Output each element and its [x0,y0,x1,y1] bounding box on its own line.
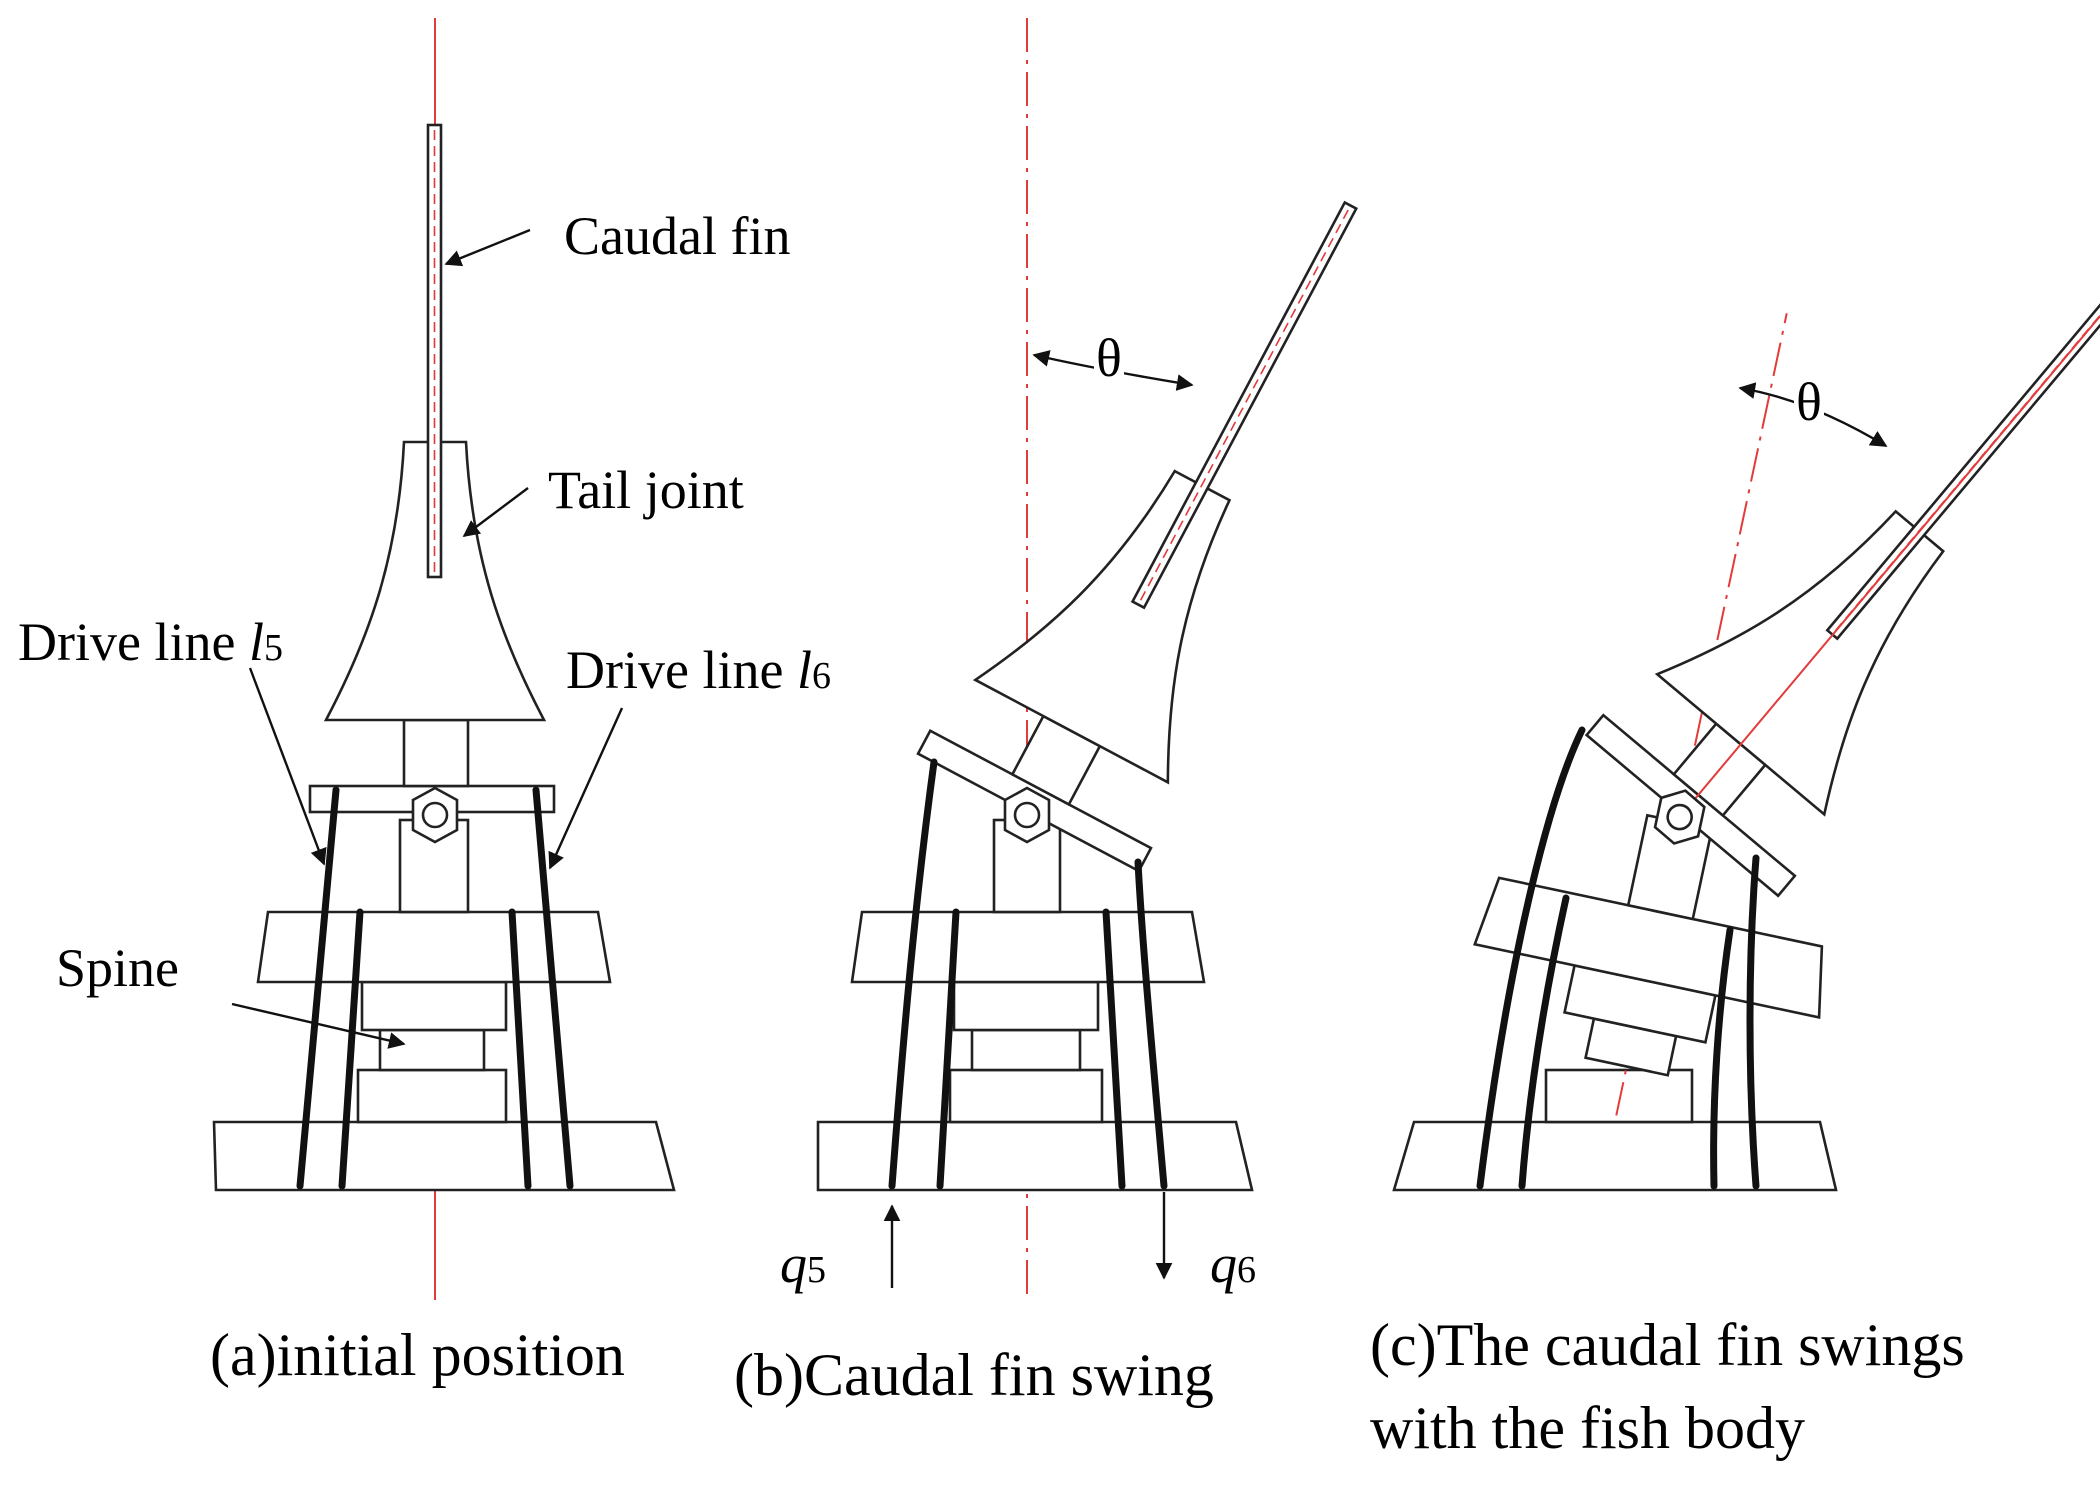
panel-c-fin-axis-extended [1678,184,2100,818]
panel-c-drive-line-inner-left [1518,894,1570,1190]
panel-a-drive-line-inner-right [508,908,532,1190]
caption-a: (a)initial position [210,1322,625,1388]
panel-a-spine-block-lower [356,1068,508,1124]
label-drive-line-l6-prefix: Drive line [566,640,797,700]
panel-c-drive-line-l6 [1746,854,1760,1190]
panel-b-base-plate [816,1120,1254,1192]
caption-c-line1: (c)The caudal fin swings [1370,1312,1965,1378]
panel-a-drive-line-l6 [532,786,574,1190]
label-q5-index: 5 [807,1249,826,1291]
panel-a-base-plate [212,1120,676,1192]
panel-b-spine-block-lower [948,1068,1104,1124]
panel-b-tail-joint [972,469,1232,785]
panel-a-pointer-l5 [248,667,327,866]
label-drive-line-l5: Drive line l5 [18,612,283,672]
panel-b-rotating-fin-assembly [916,200,1358,873]
panel-a-drive-line-l5 [296,786,340,1190]
panel-c-tilted-body [1473,184,2100,1116]
panel-a-spine-block-mid [378,1028,486,1072]
panel-a-drive-line-inner-left [338,908,364,1190]
label-tail-joint: Tail joint [548,460,744,520]
panel-a-pointer-spine [231,1002,406,1049]
label-l5-index: 5 [264,627,283,669]
label-q5-symbol: q [780,1234,807,1294]
label-l6-index: 6 [812,655,831,697]
panel-c-drive-line-l5 [1476,726,1586,1190]
label-drive-line-l5-prefix: Drive line [18,612,249,672]
caption-c-line2: with the fish body [1370,1395,1805,1461]
panel-c-rotating-fin-assembly [1584,184,2100,898]
panel-a-pointer-l6 [548,707,624,870]
label-l6-symbol: l [797,640,812,700]
panel-c-drive-line-inner-right [1710,926,1734,1190]
panel-a-initial-position: Caudal fin Tail joint Drive line l5 Driv… [18,18,831,1300]
panel-c-pivot-pin [1666,803,1693,831]
panel-a-pivot-pin [421,801,449,829]
panel-a-pointer-tail-joint [462,487,529,538]
panel-b-theta-label: θ [1096,328,1122,388]
panel-c-base-plate [1392,1120,1838,1192]
panel-a-caudal-fin [426,123,443,579]
panel-a-spine-block-upper [360,980,508,1032]
panel-b-caudal-fin-swing: θ q5 q6 [780,18,1358,1300]
panel-b-fin-axis [1139,209,1349,601]
caption-b: (b)Caudal fin swing [734,1342,1214,1408]
panel-a-upper-plate [256,910,612,984]
label-drive-line-l6: Drive line l6 [566,640,831,700]
panel-b-upper-plate [850,910,1206,984]
panel-b-drive-line-l5 [888,758,938,1190]
panel-b-pivot-pin [1013,801,1041,829]
panel-b-spine-block-mid [970,1028,1082,1072]
panel-b-drive-line-l6 [1134,858,1168,1190]
panel-a-pointer-caudal-fin [444,228,531,267]
panel-c-theta-bg [1794,388,1824,424]
panel-a-joint-neck [402,718,470,788]
label-q5: q5 [780,1234,826,1294]
panel-b-theta-bg [1094,344,1124,380]
label-l5-symbol: l [249,612,264,672]
panel-c-caudal-fin [1825,282,2100,641]
label-q6-symbol: q [1210,1234,1237,1294]
panel-b-drive-line-inner-right [1102,908,1126,1190]
panel-b-spine-block-upper [952,980,1100,1032]
label-q6: q6 [1210,1234,1256,1294]
panel-b-caudal-fin [1130,200,1358,610]
label-caudal-fin: Caudal fin [564,206,790,266]
label-spine: Spine [56,938,179,998]
panel-c-fin-swings-with-body: θ [1392,184,2100,1192]
label-q6-index: 6 [1237,1249,1256,1291]
panel-b-drive-line-inner-left [936,908,960,1190]
panel-c-theta-label: θ [1796,372,1822,432]
panel-c-spine-block-lower [1544,1068,1694,1124]
